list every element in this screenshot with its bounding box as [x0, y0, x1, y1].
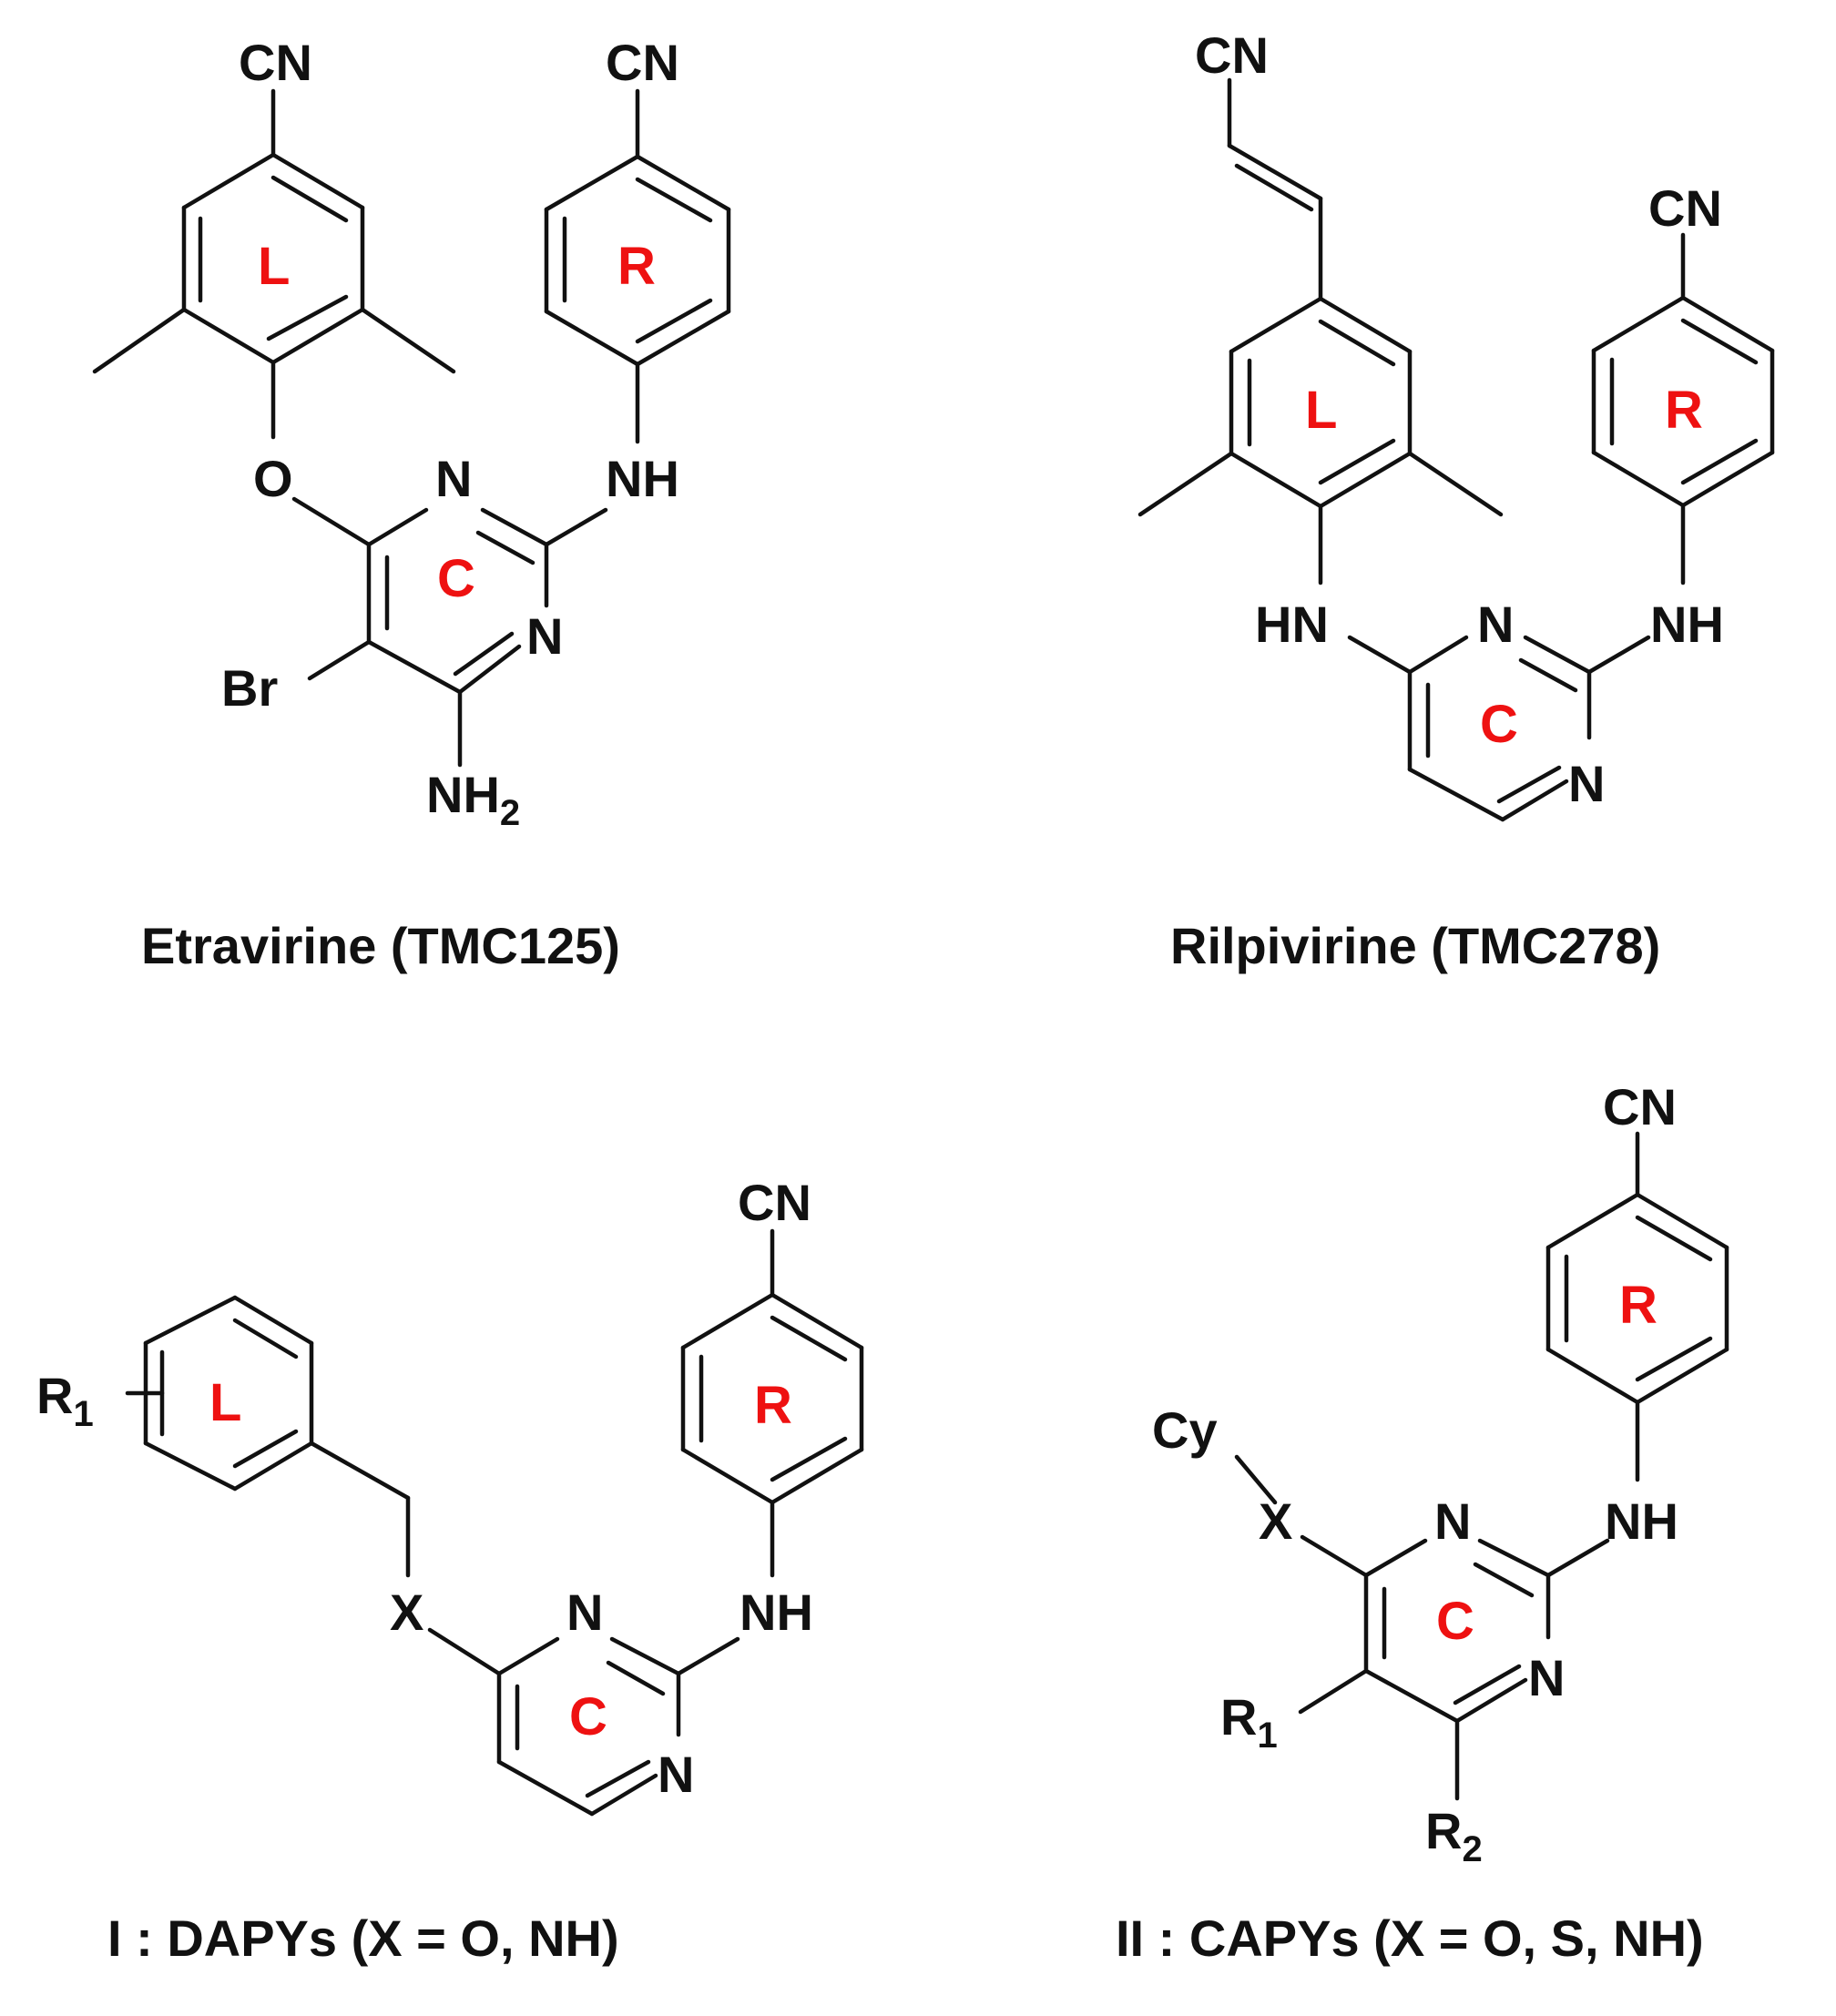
capys-n-top: N	[1434, 1492, 1471, 1550]
rilpivirine-ring-r: R	[1665, 381, 1703, 440]
etravirine-n-top: N	[435, 450, 472, 507]
etravirine-oxygen: O	[253, 450, 293, 507]
etravirine-ring-c: C	[437, 549, 475, 608]
capys-cy: Cy	[1152, 1401, 1218, 1459]
rilpivirine-nh: NH	[1650, 596, 1724, 653]
rilpivirine-bonds	[1137, 77, 1775, 822]
etravirine-ring-r: R	[617, 237, 656, 296]
dapys-cn: CN	[738, 1174, 811, 1231]
capys-ring-r: R	[1619, 1276, 1658, 1335]
etravirine-nh: NH	[606, 450, 679, 507]
dapys-x: X	[390, 1583, 423, 1641]
dapys-caption: I : DAPYs (X = O, NH)	[107, 1909, 619, 1967]
dapys-bonds	[125, 1228, 864, 1817]
etravirine-nh2: NH2	[426, 766, 520, 833]
rilpivirine-n-bottom: N	[1568, 755, 1605, 812]
dapys-nh: NH	[740, 1583, 813, 1641]
dapys-n-top: N	[566, 1583, 603, 1641]
capys-x: X	[1259, 1492, 1292, 1550]
etravirine-n-mid: N	[526, 607, 563, 665]
capys-structure: CN R Cy X N NH C N R1 R2 II : CAPYs (X =…	[1116, 1078, 1729, 1967]
capys-r2: R2	[1425, 1802, 1483, 1869]
dapys-r1: R1	[36, 1367, 94, 1434]
dapys-structure: CN R R1 L X N NH C N I : DAPYs (X = O, N…	[36, 1174, 864, 1967]
etravirine-caption: Etravirine (TMC125)	[141, 917, 620, 974]
dapys-ring-c: C	[569, 1687, 607, 1746]
rilpivirine-cn-top: CN	[1195, 26, 1269, 84]
rilpivirine-ring-c: C	[1480, 695, 1518, 754]
capys-cn: CN	[1603, 1078, 1677, 1135]
rilpivirine-caption: Rilpivirine (TMC278)	[1170, 917, 1660, 974]
rilpivirine-hn: HN	[1255, 596, 1329, 653]
etravirine-cn-right: CN	[606, 34, 679, 91]
capys-caption: II : CAPYs (X = O, S, NH)	[1116, 1909, 1704, 1967]
capys-bonds	[1234, 1131, 1729, 1801]
rilpivirine-ring-l: L	[1305, 381, 1337, 440]
etravirine-bromine: Br	[221, 659, 278, 717]
etravirine-cn-left: CN	[239, 34, 312, 91]
dapys-ring-l: L	[209, 1373, 241, 1432]
capys-ring-c: C	[1436, 1592, 1474, 1651]
etravirine-ring-l: L	[258, 237, 290, 296]
dapys-n-bottom: N	[658, 1746, 694, 1803]
rilpivirine-n-top: N	[1477, 596, 1514, 653]
etravirine-structure: CN CN L R O N NH C N Br NH2 Etravirine (…	[92, 34, 731, 974]
dapys-ring-r: R	[754, 1376, 792, 1435]
capys-n-bottom: N	[1528, 1649, 1565, 1706]
capys-nh: NH	[1605, 1492, 1678, 1550]
etravirine-bonds	[92, 88, 731, 768]
rilpivirine-cn-right: CN	[1648, 179, 1722, 237]
rilpivirine-structure: CN CN L R HN N NH C N Rilpivirine (TMC27…	[1137, 26, 1775, 974]
capys-r1: R1	[1220, 1688, 1278, 1756]
